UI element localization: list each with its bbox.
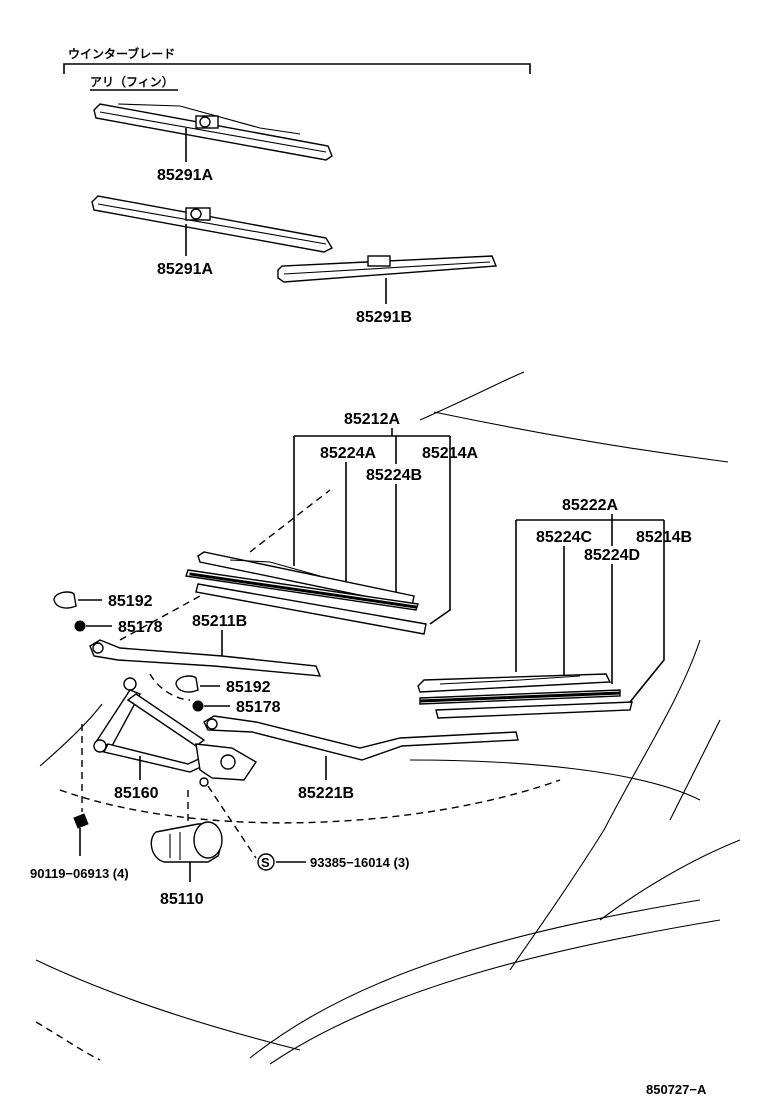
wiper-arm-passenger-pivot bbox=[206, 718, 218, 730]
passenger-blade-rubber-edge bbox=[419, 691, 621, 703]
linkage-bolt-hole bbox=[199, 777, 209, 787]
leader-85214A bbox=[429, 436, 451, 625]
part-85212A[interactable]: 85212A bbox=[344, 411, 400, 428]
part-85224C[interactable]: 85224C bbox=[536, 529, 592, 546]
part-85211B[interactable]: 85211B bbox=[192, 613, 247, 630]
hood-front-line bbox=[35, 959, 301, 1051]
winter-blade-3: 85291B bbox=[277, 255, 498, 326]
part-85224A[interactable]: 85224A bbox=[320, 445, 376, 462]
bolt-90119: 90119−06913 (4) bbox=[30, 813, 129, 881]
nut-85178-1 bbox=[74, 620, 86, 632]
blade-dashed-guide bbox=[249, 489, 331, 553]
mirror-line bbox=[599, 839, 741, 921]
winter-blade-3-rib bbox=[283, 261, 491, 275]
passenger-blade-assembly: 85222A 85224C 85214B 85224D bbox=[417, 497, 692, 719]
part-85214A[interactable]: 85214A bbox=[422, 445, 478, 462]
winter-blade-2-rib bbox=[97, 203, 327, 245]
bolt-head bbox=[73, 813, 89, 829]
winter-blade-1-frame bbox=[117, 103, 301, 135]
windshield-top-edge bbox=[419, 371, 525, 421]
part-85178-2[interactable]: 85178 bbox=[236, 699, 281, 716]
diagram-code: 850727−A bbox=[646, 1082, 707, 1097]
part-85291A-2[interactable]: 85291A bbox=[157, 261, 213, 278]
bumper-dashed-line bbox=[35, 1021, 101, 1061]
linkage-rod-upper bbox=[126, 693, 206, 747]
screw-dashed-guide bbox=[207, 785, 257, 859]
winter-blade-1: 85291A bbox=[93, 103, 333, 184]
windshield-side-edge bbox=[433, 411, 729, 463]
small-parts: 85192 85178 85192 85178 bbox=[53, 591, 281, 716]
wiper-arm-front-pivot bbox=[92, 642, 104, 654]
part-85224B[interactable]: 85224B bbox=[366, 467, 422, 484]
winter-blade-1-rib bbox=[99, 111, 327, 153]
hood-dashed-line bbox=[59, 779, 561, 824]
a-pillar-line bbox=[509, 639, 701, 971]
part-85221B[interactable]: 85221B bbox=[298, 785, 354, 802]
winter-blade-3-body bbox=[277, 255, 498, 283]
part-85110[interactable]: 85110 bbox=[160, 891, 204, 908]
front-blade-frame-detail bbox=[229, 559, 321, 577]
part-85291A-1[interactable]: 85291A bbox=[157, 167, 213, 184]
passenger-blade-refill bbox=[435, 701, 633, 719]
motor-gear-cover bbox=[193, 821, 223, 859]
winter-blade-2-clip-hole bbox=[190, 208, 202, 220]
hood-crease-1 bbox=[249, 899, 701, 1059]
wiper-arm-front: 85211B bbox=[89, 595, 322, 701]
linkage-bushing-left bbox=[93, 739, 107, 753]
vehicle-body-outline bbox=[35, 371, 741, 1065]
front-blade-assembly: 85212A 85224A 85214A 85224B bbox=[185, 411, 478, 635]
winter-blade-group-bracket: ウインターブレード アリ（フィン） bbox=[63, 46, 531, 91]
arm-dashed-guide bbox=[119, 595, 201, 641]
part-85222A[interactable]: 85222A bbox=[562, 497, 618, 514]
front-blade-rubber-edge bbox=[189, 572, 417, 609]
linkage-crank-pivot bbox=[220, 754, 236, 770]
linkage-bushing-top bbox=[123, 677, 137, 691]
leader-85214B bbox=[629, 520, 665, 703]
group-bracket-line bbox=[63, 63, 531, 74]
part-85214B[interactable]: 85214B bbox=[636, 529, 692, 546]
part-85178-1[interactable]: 85178 bbox=[118, 619, 163, 636]
winter-blade-1-clip-hole bbox=[199, 116, 211, 128]
wiper-arm-passenger: 85221B bbox=[203, 715, 519, 802]
part-93385[interactable]: 93385−16014 (3) bbox=[310, 855, 409, 870]
passenger-blade-frame-detail bbox=[439, 675, 581, 685]
part-85192-1[interactable]: 85192 bbox=[108, 593, 153, 610]
arm-cap-dashed bbox=[149, 673, 191, 701]
part-85192-2[interactable]: 85192 bbox=[226, 679, 271, 696]
winter-blade-3-clip bbox=[367, 255, 391, 267]
screw-93385: S 93385−16014 (3) bbox=[257, 853, 409, 871]
nut-85178-2 bbox=[192, 700, 204, 712]
fin-label: アリ（フィン） bbox=[90, 74, 174, 89]
s-marker-label: S bbox=[261, 855, 270, 870]
part-90119[interactable]: 90119−06913 (4) bbox=[30, 866, 129, 881]
part-85224D[interactable]: 85224D bbox=[584, 547, 640, 564]
cowl-line bbox=[409, 759, 701, 801]
part-85160[interactable]: 85160 bbox=[114, 785, 159, 802]
linkage-pivot-left bbox=[94, 689, 141, 747]
cap-85192-2 bbox=[175, 675, 199, 693]
door-line bbox=[669, 719, 721, 821]
winter-blade-label: ウインターブレード bbox=[68, 46, 175, 61]
wiper-linkage: 85160 bbox=[81, 677, 257, 859]
passenger-blade-frame bbox=[417, 673, 612, 693]
cap-85192-1 bbox=[53, 591, 77, 609]
fender-left bbox=[39, 703, 103, 767]
part-85291B[interactable]: 85291B bbox=[356, 309, 412, 326]
winter-blade-2: 85291A bbox=[91, 195, 333, 278]
wiper-arm-passenger-body bbox=[203, 715, 519, 761]
wiper-motor: 85110 bbox=[150, 821, 223, 908]
front-blade-frame bbox=[197, 551, 415, 607]
hood-crease-2 bbox=[269, 919, 721, 1065]
front-blade-refill bbox=[195, 583, 427, 635]
wiper-arm-front-body bbox=[89, 639, 322, 677]
s-marker-circle bbox=[257, 853, 275, 871]
